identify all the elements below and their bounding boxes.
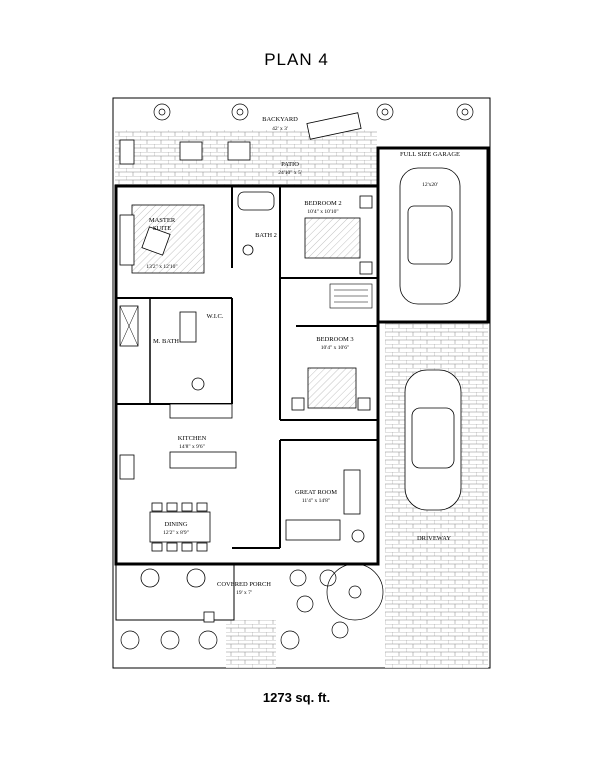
kitchen-dim: 14'8" x 9'6" (179, 444, 205, 450)
driveway-label: DRIVEWAY (417, 535, 451, 542)
kitchen-counter (169, 403, 233, 419)
driveway-car (404, 369, 462, 511)
backyard-label: BACKYARD (262, 116, 298, 123)
master-label-2: SUITE (153, 225, 171, 232)
dining-table (149, 511, 211, 543)
patio-furniture (119, 139, 251, 165)
bath2-label: BATH 2 (255, 232, 277, 239)
sofa-side (343, 469, 361, 515)
greatroom-dim: 11'4" x 14'8" (302, 498, 330, 504)
area-total: 1273 sq. ft. (262, 690, 331, 705)
master-dim: 13'2" x 12'10" (146, 264, 177, 270)
bedroom2-label: BEDROOM 2 (304, 200, 341, 207)
kitchen-island (169, 451, 237, 469)
sofa (285, 519, 341, 541)
house-walls (114, 146, 490, 566)
kitchen-fridge (119, 454, 135, 480)
mbath-vanity (179, 311, 197, 343)
site-boundary (112, 97, 491, 669)
dining-chairs (151, 502, 208, 552)
backyard-plants (153, 103, 474, 121)
backyard-dim: 42' x 3' (272, 126, 288, 132)
bedroom2-dim: 10'4" x 10'10" (307, 209, 338, 215)
porch-chair-1 (140, 568, 160, 588)
plan-title: PLAN 4 (264, 50, 329, 69)
patio-dim: 24'10" x 5' (278, 170, 301, 176)
bath2-sink (242, 244, 254, 256)
garage-dim: 12'x20' (422, 182, 438, 188)
master-label: MASTER (149, 217, 176, 224)
front-yard-plants (120, 563, 384, 650)
dining-label: DINING (164, 521, 187, 528)
porch-chair-2 (186, 568, 206, 588)
greatroom-label: GREAT ROOM (295, 489, 337, 496)
master-chair (141, 226, 171, 256)
porch-outline (115, 563, 235, 621)
garage-car (399, 167, 461, 305)
mbath-label: M. BATH (153, 338, 179, 345)
bedroom2-closet (329, 283, 373, 309)
wic-label: W.I.C. (207, 313, 224, 320)
bedroom3-dim: 10'4" x 10'6" (321, 345, 349, 351)
master-bed (119, 214, 135, 266)
backyard-area (115, 100, 488, 130)
bedroom3-label: BEDROOM 3 (316, 336, 353, 343)
mbath-toilet (191, 377, 205, 391)
bedroom3-bed (307, 367, 357, 409)
side-table (351, 529, 365, 543)
dining-dim: 12'2" x 8'9" (163, 530, 189, 536)
patio-label: PATIO (281, 161, 299, 168)
bedroom2-bed (304, 217, 361, 259)
bath2-tub (237, 191, 275, 211)
porch-dim: 19' x 7' (236, 590, 252, 596)
porch-label: COVERED PORCH (217, 581, 271, 588)
lounge-chair (306, 112, 362, 140)
front-walk-paving (226, 620, 276, 668)
kitchen-label: KITCHEN (178, 435, 207, 442)
garage-label: FULL SIZE GARAGE (400, 151, 460, 158)
